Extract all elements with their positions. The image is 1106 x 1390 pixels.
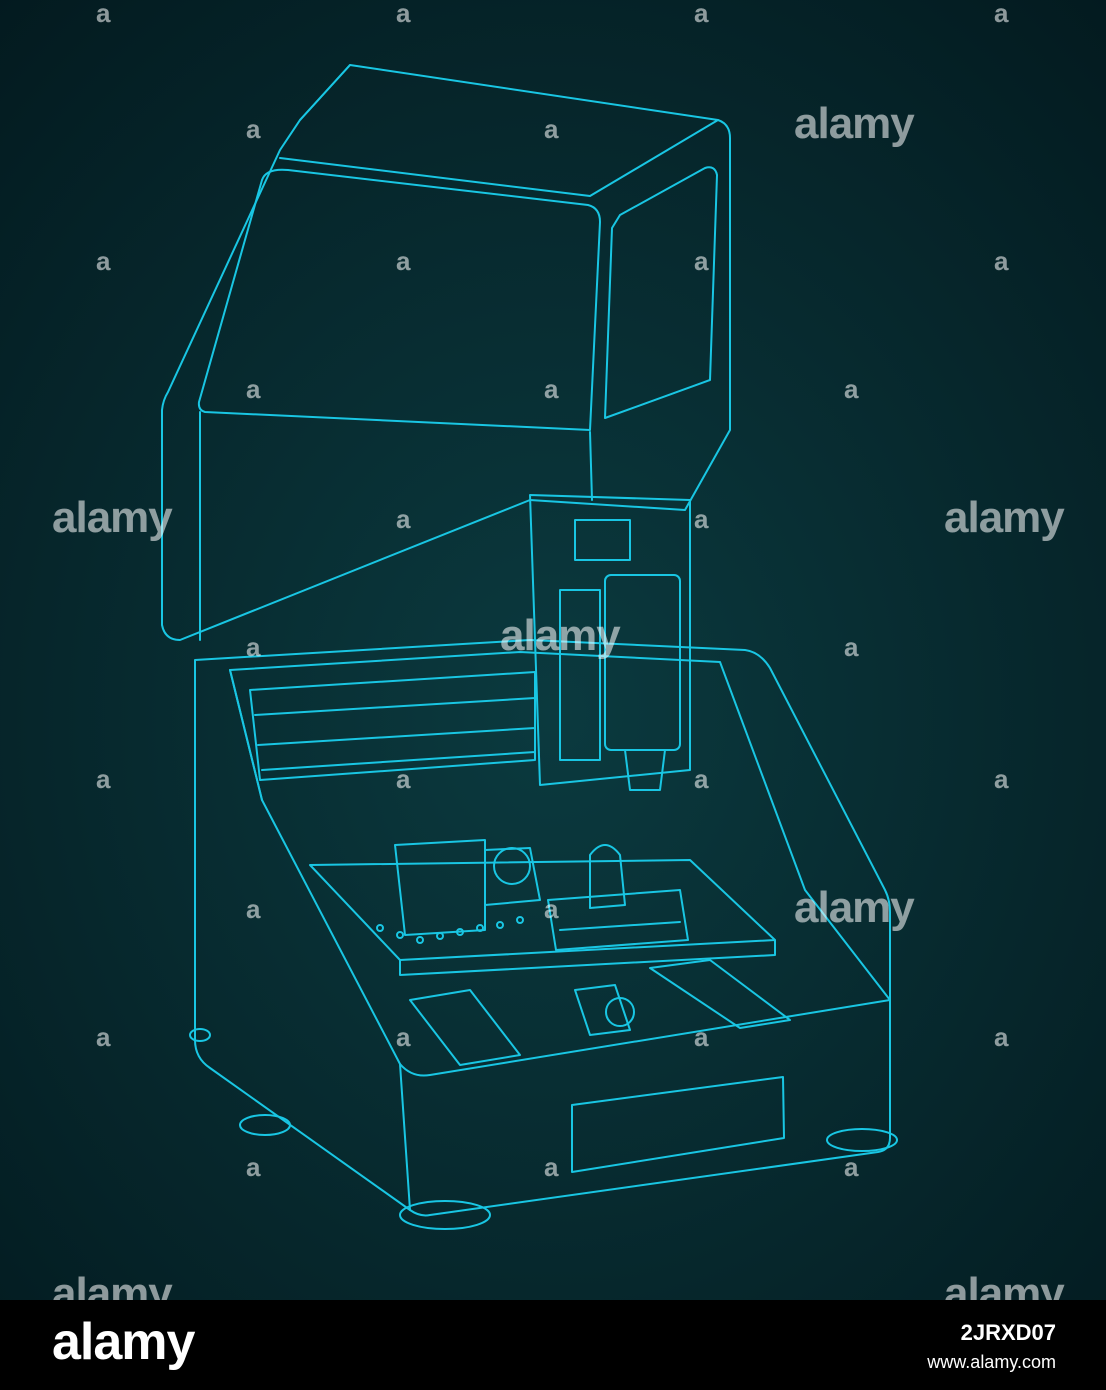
lid-outline (161, 64, 731, 641)
watermark-mark: a (994, 764, 1009, 794)
watermark-mark: a (96, 764, 111, 794)
ballscrew-bearing (605, 997, 635, 1027)
watermark-mark: a (246, 374, 261, 404)
watermark-logo-5: alamy (794, 883, 915, 932)
watermark-mark: a (544, 894, 559, 924)
watermark-mark: a (994, 1022, 1009, 1052)
worktable (309, 859, 776, 976)
lower-rails (409, 959, 791, 1066)
watermark-mark: a (694, 764, 709, 794)
watermark-mark: a (844, 632, 859, 662)
watermark-mark: a (844, 1152, 859, 1182)
watermark-mark: a (96, 0, 111, 28)
foot-back-right (189, 1028, 211, 1042)
watermark-mark: a (246, 894, 261, 924)
watermark-mark: a (396, 504, 411, 534)
watermark-mark: a (994, 246, 1009, 276)
cnc-machine-drawing (0, 0, 1106, 1300)
watermark-logo-6: alamy (52, 1269, 173, 1301)
watermark-logo-1: alamy (794, 99, 915, 148)
watermark-mark: a (246, 632, 261, 662)
gantry-rail (249, 671, 536, 781)
watermark-mark: a (544, 374, 559, 404)
lid-side-window (604, 166, 718, 419)
z-axis-plate (529, 494, 691, 786)
watermark-logo-3: alamy (500, 611, 621, 660)
watermark-mark: a (544, 114, 559, 144)
watermark-mark: a (246, 1152, 261, 1182)
watermark-mark: a (694, 0, 709, 28)
rotary-motor-cap (493, 847, 531, 885)
watermark-mark: a (994, 0, 1009, 28)
watermark-mark: a (694, 1022, 709, 1052)
watermark-logo-2: alamy (52, 493, 173, 542)
background (0, 0, 1106, 1300)
tailstock (589, 844, 626, 909)
lid-top-face (279, 64, 719, 197)
front-label-panel (571, 1076, 785, 1173)
spindle-collet (624, 749, 666, 791)
foot-back-left (239, 1114, 291, 1136)
watermark-logo-4: alamy (944, 493, 1065, 542)
watermark-mark: a (396, 764, 411, 794)
watermark-mark: a (96, 246, 111, 276)
watermark-mark: a (396, 0, 411, 28)
worktable-holes (376, 916, 524, 944)
body-front-edge (229, 669, 411, 1211)
lid-lower-edge (199, 411, 593, 641)
watermark-logo-7: alamy (944, 1269, 1065, 1301)
watermark-mark: a (694, 246, 709, 276)
watermark-mark: a (844, 374, 859, 404)
vise (547, 889, 689, 951)
footer-url[interactable]: www.alamy.com (927, 1352, 1056, 1372)
stock-footer: alamy 2JRXD07 www.alamy.com (0, 1300, 1106, 1390)
watermark-mark: a (246, 114, 261, 144)
image-id: 2JRXD07 (960, 1320, 1056, 1345)
watermark-mark: a (96, 1022, 111, 1052)
blueprint-illustration: alamy alamy alamy alamy alamy alamy alam… (0, 0, 1106, 1300)
z-axis-guides (559, 519, 631, 761)
lid-front-window (197, 168, 601, 431)
watermark-mark: a (544, 1152, 559, 1182)
footer-logo[interactable]: alamy (52, 1313, 195, 1371)
watermark-mark: a (694, 504, 709, 534)
watermark-mark: a (396, 1022, 411, 1052)
watermark-mark: a (396, 246, 411, 276)
foot-front-right (826, 1128, 898, 1152)
foot-front-left (399, 1200, 491, 1230)
